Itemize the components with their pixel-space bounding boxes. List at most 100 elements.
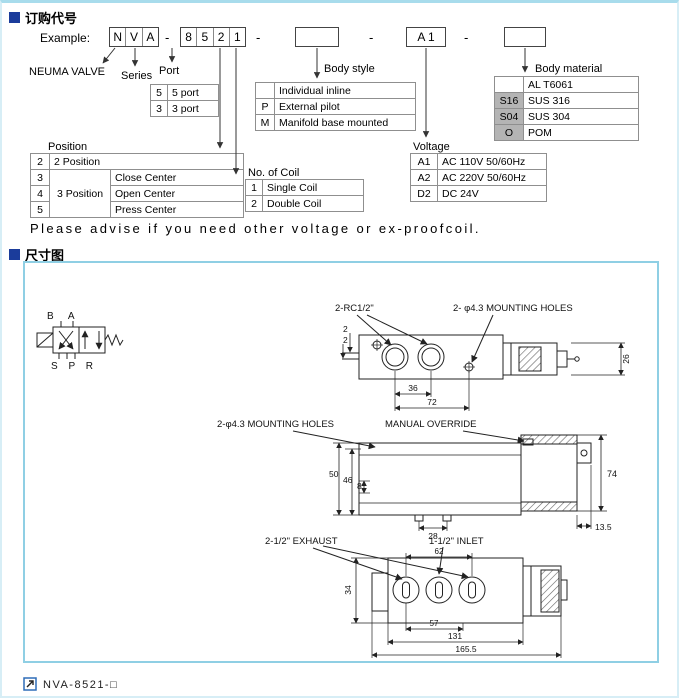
material-code: S16: [494, 92, 524, 109]
material-code: O: [494, 124, 524, 141]
series-code-box: N V A: [109, 27, 159, 47]
series-char: V: [125, 28, 141, 46]
code-char: 2: [212, 28, 229, 46]
code-char: 5: [196, 28, 212, 46]
table-row: AL T6061: [494, 76, 639, 93]
table-row: S04 SUS 304: [494, 108, 639, 125]
material-value: SUS 316: [523, 92, 639, 109]
port-label: Port: [159, 65, 180, 77]
dimensions-header: 尺寸图: [9, 245, 64, 264]
position-table: 2 2 Position 3 3 Position Close Center 4…: [30, 153, 244, 218]
material-code: [494, 76, 524, 93]
table-row: 5 5 port: [150, 84, 219, 101]
exhaust-label: 2-1/2" EXHAUST: [265, 536, 338, 547]
table-row: S16 SUS 316: [494, 92, 639, 109]
style-code: P: [255, 98, 275, 115]
position-code: 2: [30, 153, 50, 170]
code-char: 8: [185, 30, 192, 44]
brand-label: NEUMA VALVE: [29, 66, 106, 78]
symbol-top-ports: B A: [47, 311, 81, 322]
ordering-code-title: 订购代号: [25, 11, 78, 26]
dim-74: 74: [607, 469, 617, 479]
port-value: 3 port: [167, 100, 219, 117]
dim-131: 131: [448, 631, 462, 641]
dim-2a: 2: [343, 324, 348, 334]
port-code: 5: [150, 84, 168, 101]
mounting-holes-label-front: 2-φ4.3 MOUNTING HOLES: [217, 419, 334, 430]
body-style-label: Body style: [324, 63, 375, 75]
table-row: 2 2 Position: [30, 153, 244, 170]
position-detail: Open Center: [110, 185, 244, 202]
table-row: D2 DC 24V: [410, 185, 547, 202]
material-value: AL T6061: [523, 76, 639, 93]
voltage-note: Please advise if you need other voltage …: [30, 221, 481, 236]
dimensions-title: 尺寸图: [25, 248, 65, 263]
inlet-label: 1-1/2" INLET: [429, 536, 484, 547]
dim-34: 34: [343, 585, 353, 595]
dim-8: 8: [357, 481, 362, 491]
dash: -: [369, 30, 374, 45]
style-code: M: [255, 114, 275, 131]
model-code-box: 8 5 2 1: [180, 27, 246, 47]
coil-table: 1 Single Coil 2 Double Coil: [245, 179, 364, 212]
front-view: 2-φ4.3 MOUNTING HOLES MANUAL OVERRIDE: [217, 419, 617, 541]
coil-table-title: No. of Coil: [248, 167, 300, 179]
position-group: 2 Position: [49, 153, 244, 170]
table-row: A1 AC 110V 50/60Hz: [410, 153, 547, 170]
voltage-table: A1 AC 110V 50/60Hz A2 AC 220V 50/60Hz D2…: [410, 153, 547, 202]
voltage-code-box: A 1: [406, 27, 446, 47]
style-value: Individual inline: [274, 82, 416, 99]
symbol-bottom-ports: S P R: [51, 361, 97, 372]
voltage-code: A1: [410, 153, 438, 170]
port-value: 5 port: [167, 84, 219, 101]
body-style-code-box: [295, 27, 339, 47]
style-code: [255, 82, 275, 99]
coil-value: Double Coil: [262, 195, 364, 212]
dim-46: 46: [343, 475, 353, 485]
series-label: Series: [121, 70, 153, 82]
dim-2b: 2: [343, 335, 348, 345]
coil-code: 1: [245, 179, 263, 196]
table-row: O POM: [494, 124, 639, 141]
material-value: SUS 304: [523, 108, 639, 125]
body-material-code-box: [504, 27, 546, 47]
brand-icon: [23, 677, 37, 691]
table-row: 2 Double Coil: [245, 195, 364, 212]
voltage-code: A2: [410, 169, 438, 186]
coil-code: 2: [245, 195, 263, 212]
table-row: M Manifold base mounted: [255, 114, 416, 131]
body-material-label: Body material: [535, 63, 603, 75]
bottom-view: 2-1/2" EXHAUST 1-1/2" INLET 62: [265, 536, 568, 658]
position-table-title: Position: [48, 141, 88, 153]
port-table: 5 5 port 3 3 port: [150, 84, 219, 117]
dash: -: [464, 30, 469, 45]
position-code: 3: [30, 169, 50, 186]
dim-62: 62: [435, 547, 444, 556]
body-style-table: Individual inline P External pilot M Man…: [255, 82, 416, 131]
footer: NVA-8521-□: [23, 677, 118, 692]
dim-72: 72: [427, 397, 437, 407]
dim-50: 50: [329, 469, 339, 479]
coil-value: Single Coil: [262, 179, 364, 196]
table-row: 3 3 Position Close Center: [30, 169, 244, 218]
material-code: S04: [494, 108, 524, 125]
manual-override-label: MANUAL OVERRIDE: [385, 419, 477, 430]
voltage-value: DC 24V: [437, 185, 547, 202]
position-detail: Press Center: [110, 201, 244, 218]
section-bullet-icon: [9, 249, 20, 260]
table-row: Individual inline: [255, 82, 416, 99]
table-row: A2 AC 220V 50/60Hz: [410, 169, 547, 186]
dim-57: 57: [430, 619, 439, 628]
dim-165-5: 165.5: [455, 644, 477, 654]
material-value: POM: [523, 124, 639, 141]
table-row: 5 Press Center: [30, 201, 244, 218]
position-detail: Close Center: [110, 169, 244, 186]
footer-model-number: NVA-8521-□: [43, 678, 119, 691]
port-code: 3: [150, 100, 168, 117]
dim-28: 28: [428, 531, 438, 541]
series-char: A: [141, 28, 158, 46]
ordering-code-header: 订购代号: [9, 8, 77, 27]
dimension-drawing-box: B A S P R 2-RC1/2" 2- φ4.3 MOUNTING HOLE…: [23, 261, 659, 663]
dim-13-5: 13.5: [595, 522, 612, 532]
